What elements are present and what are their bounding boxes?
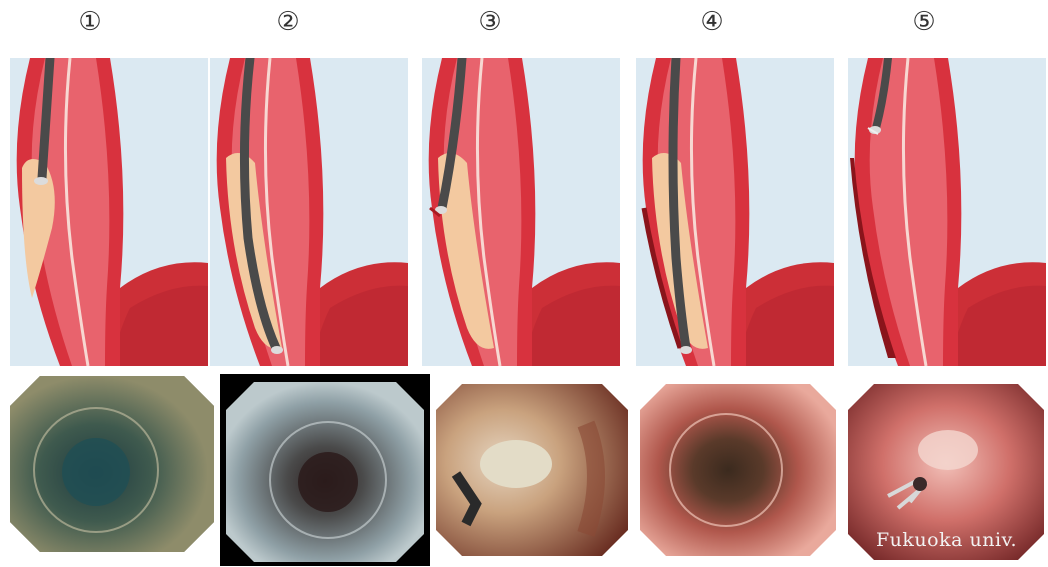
step-number-2: ② xyxy=(268,4,308,40)
step-number-3: ③ xyxy=(470,4,510,40)
step-number-4: ④ xyxy=(692,4,732,40)
step-number-5: ⑤ xyxy=(904,4,944,40)
endoscopic-photo-step-3 xyxy=(436,384,628,556)
illustration-step-3 xyxy=(422,58,620,366)
endoscopic-photo-step-1 xyxy=(10,376,214,552)
illustration-step-5 xyxy=(848,58,1046,366)
illustration-step-2 xyxy=(210,58,408,366)
endoscopic-photo-step-2 xyxy=(220,374,430,566)
illustration-step-1 xyxy=(10,58,208,366)
endoscopic-photo-step-4 xyxy=(640,384,836,556)
step-number-1: ① xyxy=(70,4,110,40)
watermark-fukuoka-univ: Fukuoka univ. xyxy=(876,529,1017,551)
illustration-step-4 xyxy=(636,58,834,366)
